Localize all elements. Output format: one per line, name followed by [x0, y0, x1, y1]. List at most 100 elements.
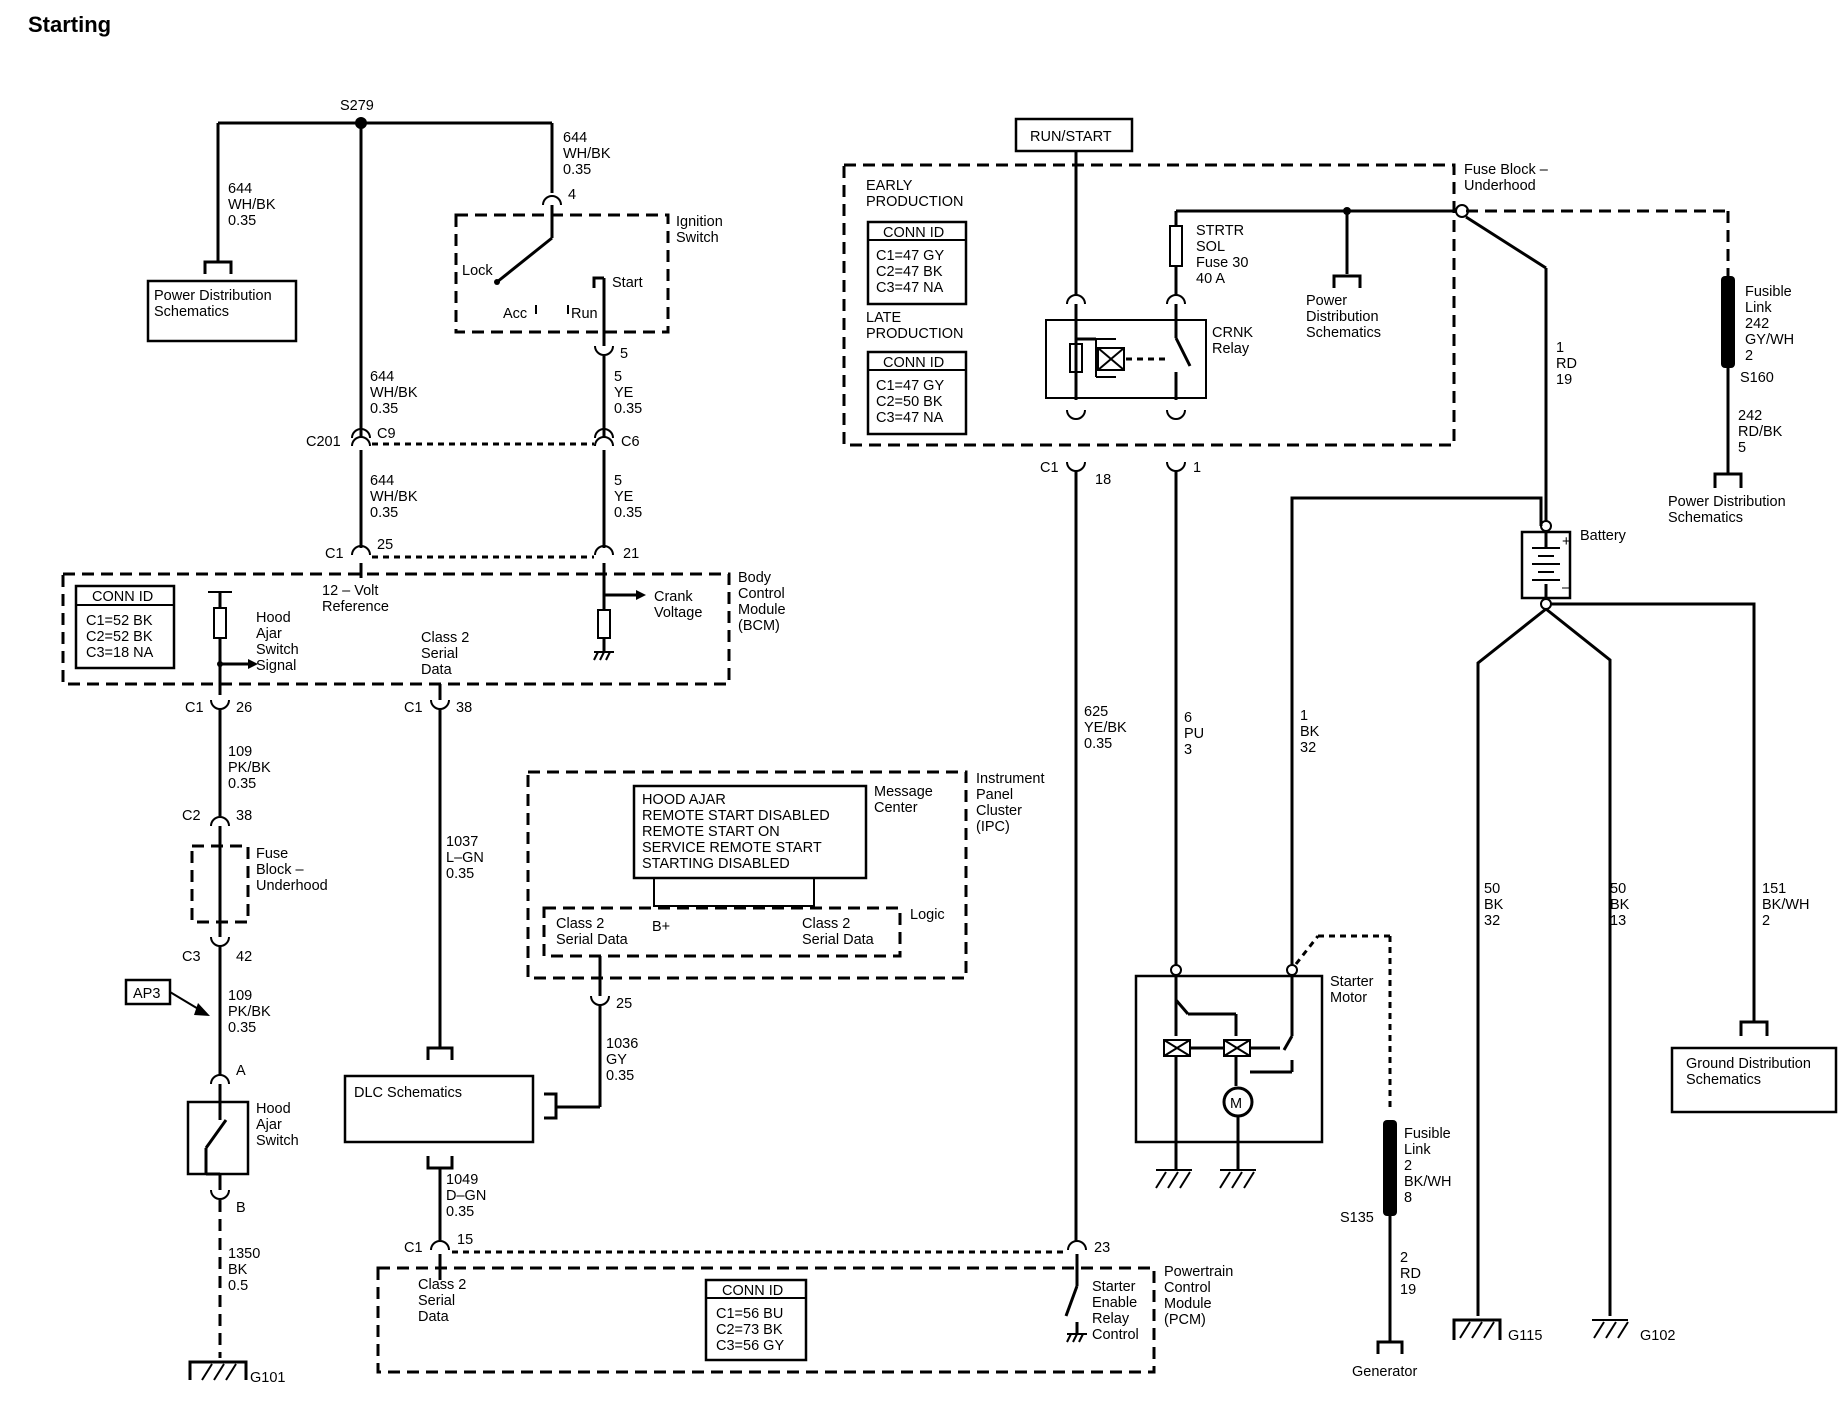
svg-text:C3=47 NA: C3=47 NA — [876, 410, 944, 426]
svg-text:PRODUCTION: PRODUCTION — [866, 326, 963, 342]
svg-text:YE/BK: YE/BK — [1084, 720, 1127, 736]
svg-text:Control: Control — [1092, 1327, 1139, 1343]
svg-text:Starter: Starter — [1330, 974, 1374, 990]
svg-text:REMOTE START DISABLED: REMOTE START DISABLED — [642, 808, 830, 824]
svg-text:5: 5 — [614, 369, 622, 385]
svg-text:Motor: Motor — [1330, 990, 1367, 1006]
svg-text:0.35: 0.35 — [614, 505, 642, 521]
wire-50-13 — [1545, 607, 1612, 1316]
ap3-marker: AP3 — [124, 978, 210, 1016]
svg-text:0.35: 0.35 — [1084, 736, 1112, 752]
svg-text:Fusible: Fusible — [1404, 1126, 1451, 1142]
hood-ajar-switch: A Hood Ajar Switch B — [186, 1063, 299, 1216]
svg-text:PK/BK: PK/BK — [228, 1004, 271, 1020]
wire-label-50-13: 50 BK 13 — [1610, 881, 1630, 929]
svg-text:0.35: 0.35 — [228, 213, 256, 229]
starter-motor: Starter Motor M — [1134, 934, 1392, 1170]
svg-text:0.35: 0.35 — [446, 866, 474, 882]
svg-text:PU: PU — [1184, 726, 1204, 742]
svg-text:Logic: Logic — [910, 907, 945, 923]
svg-text:CRNK: CRNK — [1212, 325, 1253, 341]
wire-label-109-b: 109 PK/BK 0.35 — [228, 988, 271, 1036]
svg-text:1049: 1049 — [446, 1172, 478, 1188]
svg-text:Reference: Reference — [322, 599, 389, 615]
svg-text:G115: G115 — [1508, 1328, 1542, 1344]
svg-text:C2=73 BK: C2=73 BK — [716, 1322, 783, 1338]
svg-text:26: 26 — [236, 700, 252, 716]
svg-text:LATE: LATE — [866, 310, 902, 326]
svg-text:A: A — [236, 1063, 246, 1079]
svg-text:Hood: Hood — [256, 610, 291, 626]
svg-text:1350: 1350 — [228, 1246, 260, 1262]
dlc-schematics: DLC Schematics — [343, 1046, 600, 1170]
svg-text:+: + — [1562, 534, 1570, 550]
svg-text:0.35: 0.35 — [228, 1020, 256, 1036]
svg-text:EARLY: EARLY — [866, 178, 913, 194]
svg-text:Switch: Switch — [256, 642, 299, 658]
ign-pin-5 — [594, 345, 614, 356]
svg-text:RD: RD — [1556, 356, 1577, 372]
svg-text:Class 2: Class 2 — [556, 916, 604, 932]
svg-text:Relay: Relay — [1092, 1311, 1130, 1327]
svg-text:Relay: Relay — [1212, 341, 1250, 357]
svg-text:Fuse Block –: Fuse Block – — [1464, 162, 1549, 178]
svg-text:Block –: Block – — [256, 862, 304, 878]
wire-label-6pu: 6 PU 3 — [1184, 710, 1204, 758]
svg-text:Signal: Signal — [256, 658, 296, 674]
svg-text:13: 13 — [1610, 913, 1626, 929]
svg-text:2: 2 — [1762, 913, 1770, 929]
svg-text:BK: BK — [1300, 724, 1320, 740]
svg-text:0.35: 0.35 — [563, 162, 591, 178]
svg-text:19: 19 — [1400, 1282, 1416, 1298]
svg-text:Start: Start — [612, 275, 643, 291]
svg-text:C3: C3 — [182, 949, 201, 965]
svg-text:G102: G102 — [1640, 1328, 1675, 1344]
svg-text:C3=18 NA: C3=18 NA — [86, 645, 154, 661]
svg-text:PK/BK: PK/BK — [228, 760, 271, 776]
wire-label-151: 151 BK/WH 2 — [1762, 881, 1810, 929]
svg-text:151: 151 — [1762, 881, 1786, 897]
svg-text:109: 109 — [228, 988, 252, 1004]
svg-text:Class 2: Class 2 — [421, 630, 469, 646]
svg-text:Message: Message — [874, 784, 933, 800]
svg-text:5: 5 — [1738, 440, 1746, 456]
svg-text:Enable: Enable — [1092, 1295, 1137, 1311]
svg-text:50: 50 — [1484, 881, 1500, 897]
svg-text:Starter: Starter — [1092, 1279, 1136, 1295]
svg-text:40 A: 40 A — [1196, 271, 1225, 287]
svg-text:242: 242 — [1745, 316, 1769, 332]
svg-text:C9: C9 — [377, 426, 396, 442]
svg-text:S135: S135 — [1340, 1210, 1374, 1226]
svg-text:1037: 1037 — [446, 834, 478, 850]
svg-text:M: M — [1230, 1096, 1242, 1112]
svg-text:C201: C201 — [306, 434, 341, 450]
svg-text:REMOTE START ON: REMOTE START ON — [642, 824, 780, 840]
svg-text:(BCM): (BCM) — [738, 618, 780, 634]
ground-distribution-connector: Ground Distribution Schematics — [1670, 1020, 1838, 1114]
svg-text:C6: C6 — [621, 434, 640, 450]
wire-label-1350: 1350 BK 0.5 — [228, 1246, 260, 1294]
svg-text:C1: C1 — [185, 700, 204, 716]
svg-text:Fusible: Fusible — [1745, 284, 1792, 300]
diagram-title: Starting — [28, 12, 111, 37]
svg-text:Run: Run — [571, 306, 598, 322]
s279-splice: S279 — [218, 98, 552, 129]
wire-label-1049: 1049 D–GN 0.35 — [446, 1172, 486, 1220]
svg-text:(IPC): (IPC) — [976, 819, 1010, 835]
svg-text:D–GN: D–GN — [446, 1188, 486, 1204]
svg-text:C1=56 BU: C1=56 BU — [716, 1306, 783, 1322]
ground-g101: G101 — [188, 1360, 285, 1386]
svg-text:PRODUCTION: PRODUCTION — [866, 194, 963, 210]
fuse-block-c1-pins: C1 18 1 — [1040, 460, 1201, 488]
pds-connector-left: Power Distribution Schematics — [146, 260, 298, 343]
svg-text:–: – — [1562, 580, 1571, 596]
svg-text:C2=47 BK: C2=47 BK — [876, 264, 943, 280]
svg-text:SOL: SOL — [1196, 239, 1225, 255]
wire-1bk — [1290, 496, 1543, 968]
instrument-panel-cluster: HOOD AJAR REMOTE START DISABLED REMOTE S… — [526, 770, 1045, 1012]
svg-text:GY/WH: GY/WH — [1745, 332, 1794, 348]
svg-text:38: 38 — [456, 700, 472, 716]
svg-text:Crank: Crank — [654, 589, 693, 605]
svg-text:CONN ID: CONN ID — [92, 589, 153, 605]
